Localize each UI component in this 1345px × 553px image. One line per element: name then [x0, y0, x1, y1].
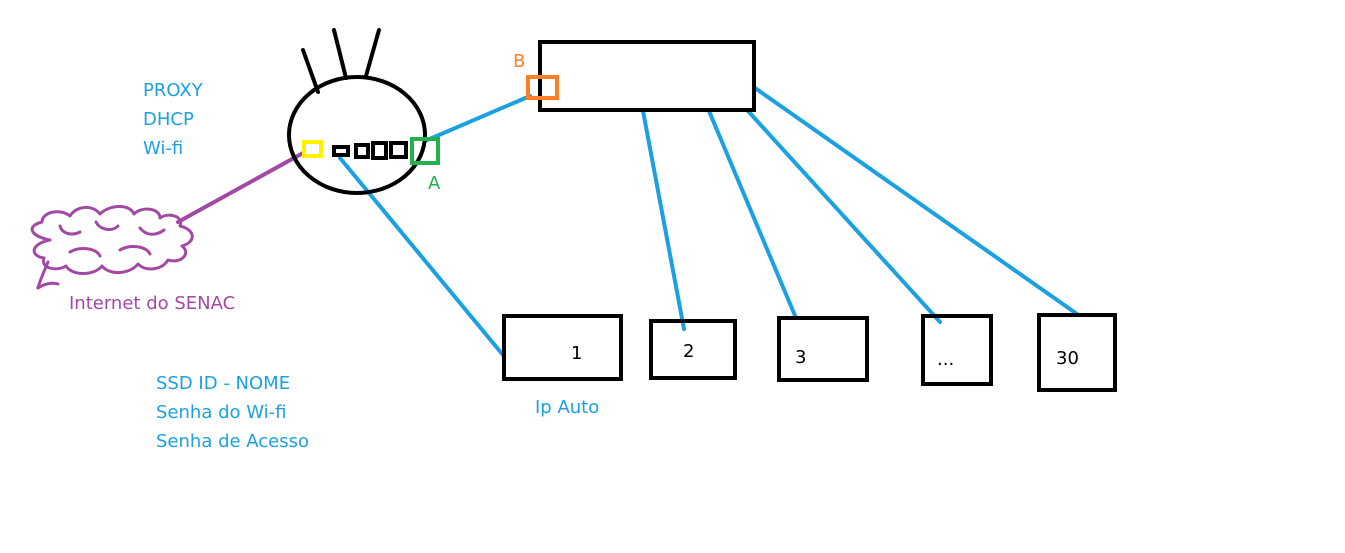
client-label-2: 2: [683, 341, 695, 362]
router-service-wifi: Wi-fi: [143, 138, 184, 159]
internet-label: Internet do SENAC: [69, 293, 236, 314]
client-label-30: 30: [1056, 348, 1079, 369]
router-wan-port: [302, 140, 323, 158]
port-b-label: B: [513, 51, 526, 72]
ip-auto-note: Ip Auto: [535, 397, 600, 418]
client-box-1: [502, 314, 623, 381]
switch-body: [538, 40, 756, 112]
client-label-n: ...: [937, 349, 955, 370]
router-to-switch-cable: [423, 94, 532, 143]
router-body: [287, 75, 427, 195]
client-label-3: 3: [795, 347, 807, 368]
client-box-n: [921, 314, 993, 386]
client-box-2: [649, 319, 737, 380]
router-lan-port-4: [389, 141, 408, 159]
router-lan-port-1: [332, 145, 350, 157]
client-box-3: [777, 316, 869, 382]
port-a-label: A: [428, 173, 441, 194]
wifi-password-line: Senha do Wi-fi: [156, 402, 287, 423]
access-password-line: Senha de Acesso: [156, 431, 310, 452]
client-label-1: 1: [571, 343, 583, 364]
switch-to-client-3-cable: [707, 109, 798, 320]
switch-to-client-30-cable: [753, 86, 1079, 316]
switch-to-client-2-cable: [641, 109, 686, 331]
router-port-a: [410, 137, 440, 165]
router-antenna-right: [364, 28, 381, 78]
wifi-ssid-line: SSD ID - NOME: [156, 373, 291, 394]
router-to-client-1-cable: [338, 156, 505, 357]
router-services: PROXY DHCP Wi-fi: [143, 76, 203, 163]
router-service-proxy: PROXY: [143, 80, 203, 101]
internet-cable: [176, 151, 305, 224]
router-antenna-left: [301, 48, 320, 94]
router-lan-port-2: [354, 143, 370, 159]
client-box-30: [1037, 313, 1117, 392]
internet-cloud: [30, 205, 194, 290]
wifi-info: SSD ID - NOME Senha do Wi-fi Senha de Ac…: [156, 369, 309, 456]
switch-to-client-n-cable: [746, 109, 942, 324]
router-service-dhcp: DHCP: [143, 109, 194, 130]
router-antenna-middle: [332, 28, 348, 80]
switch-port-b: [526, 75, 559, 100]
router-lan-port-3: [371, 141, 388, 160]
